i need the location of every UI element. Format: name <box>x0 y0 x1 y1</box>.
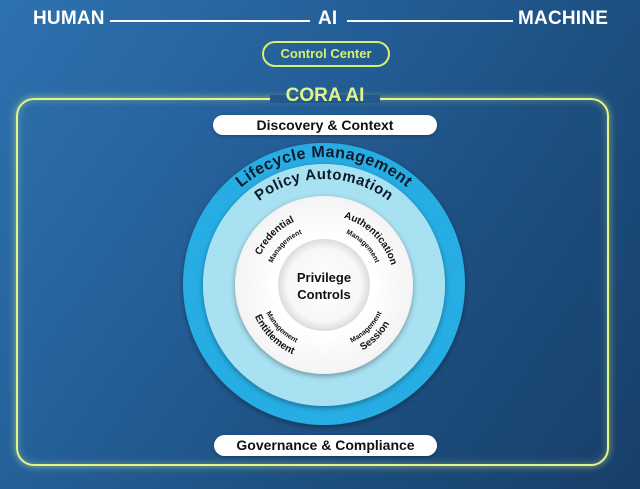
control-center-badge: Control Center <box>262 41 390 67</box>
discovery-context-pill: Discovery & Context <box>213 115 437 135</box>
frame-title-gap <box>270 95 380 103</box>
machine-label: MACHINE <box>518 8 609 29</box>
ai-label: AI <box>318 8 338 29</box>
controls-label: Controls <box>297 287 350 302</box>
human-ai-machine-axis: HUMAN AI MACHINE <box>0 8 640 32</box>
governance-compliance-pill: Governance & Compliance <box>214 435 437 456</box>
privilege-label: Privilege <box>297 270 351 285</box>
axis-line-left <box>110 20 310 22</box>
cora-ai-title: CORA AI <box>285 85 365 106</box>
privilege-core <box>278 239 370 331</box>
axis-line-right <box>347 20 513 22</box>
human-label: HUMAN <box>33 8 105 29</box>
